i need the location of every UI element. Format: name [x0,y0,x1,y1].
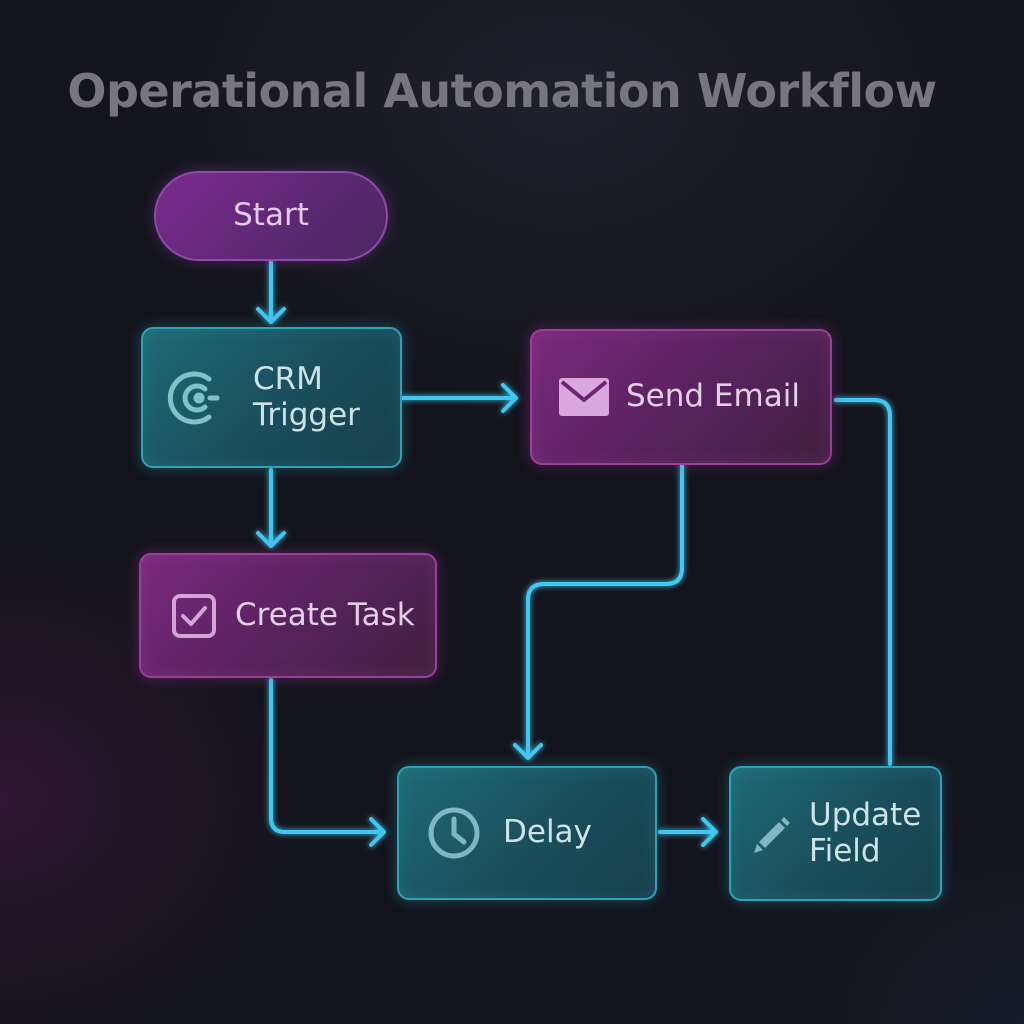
checkbox-icon [171,593,217,639]
arrowhead [256,307,286,324]
crm-trigger-label: CRM Trigger [253,360,360,433]
send-email-node[interactable]: Send Email [530,329,832,465]
update-field-label: Update Field [809,796,922,869]
update-field-node[interactable]: Update Field [729,766,942,901]
create-task-label: Create Task [235,596,415,633]
crm-trigger-node[interactable]: CRM Trigger [141,327,402,468]
delay-label: Delay [503,814,592,851]
start-node[interactable]: Start [154,171,388,261]
edge-email-delay [526,463,684,760]
pencil-icon [751,812,795,856]
crm-icon [165,367,227,429]
arrowhead [513,743,543,760]
edge-task-delay [269,678,386,834]
arrowhead [501,383,518,413]
create-task-node[interactable]: Create Task [139,553,437,678]
delay-node[interactable]: Delay [397,766,657,900]
diagram-title: Operational Automation Workflow [67,64,937,118]
arrowhead [256,531,286,548]
arrowhead [369,817,386,847]
clock-icon [427,806,481,860]
envelope-icon [558,377,610,417]
send-email-label: Send Email [626,378,800,415]
edge-update-email [834,398,892,766]
arrowhead [701,817,718,847]
start-label: Start [233,197,309,234]
